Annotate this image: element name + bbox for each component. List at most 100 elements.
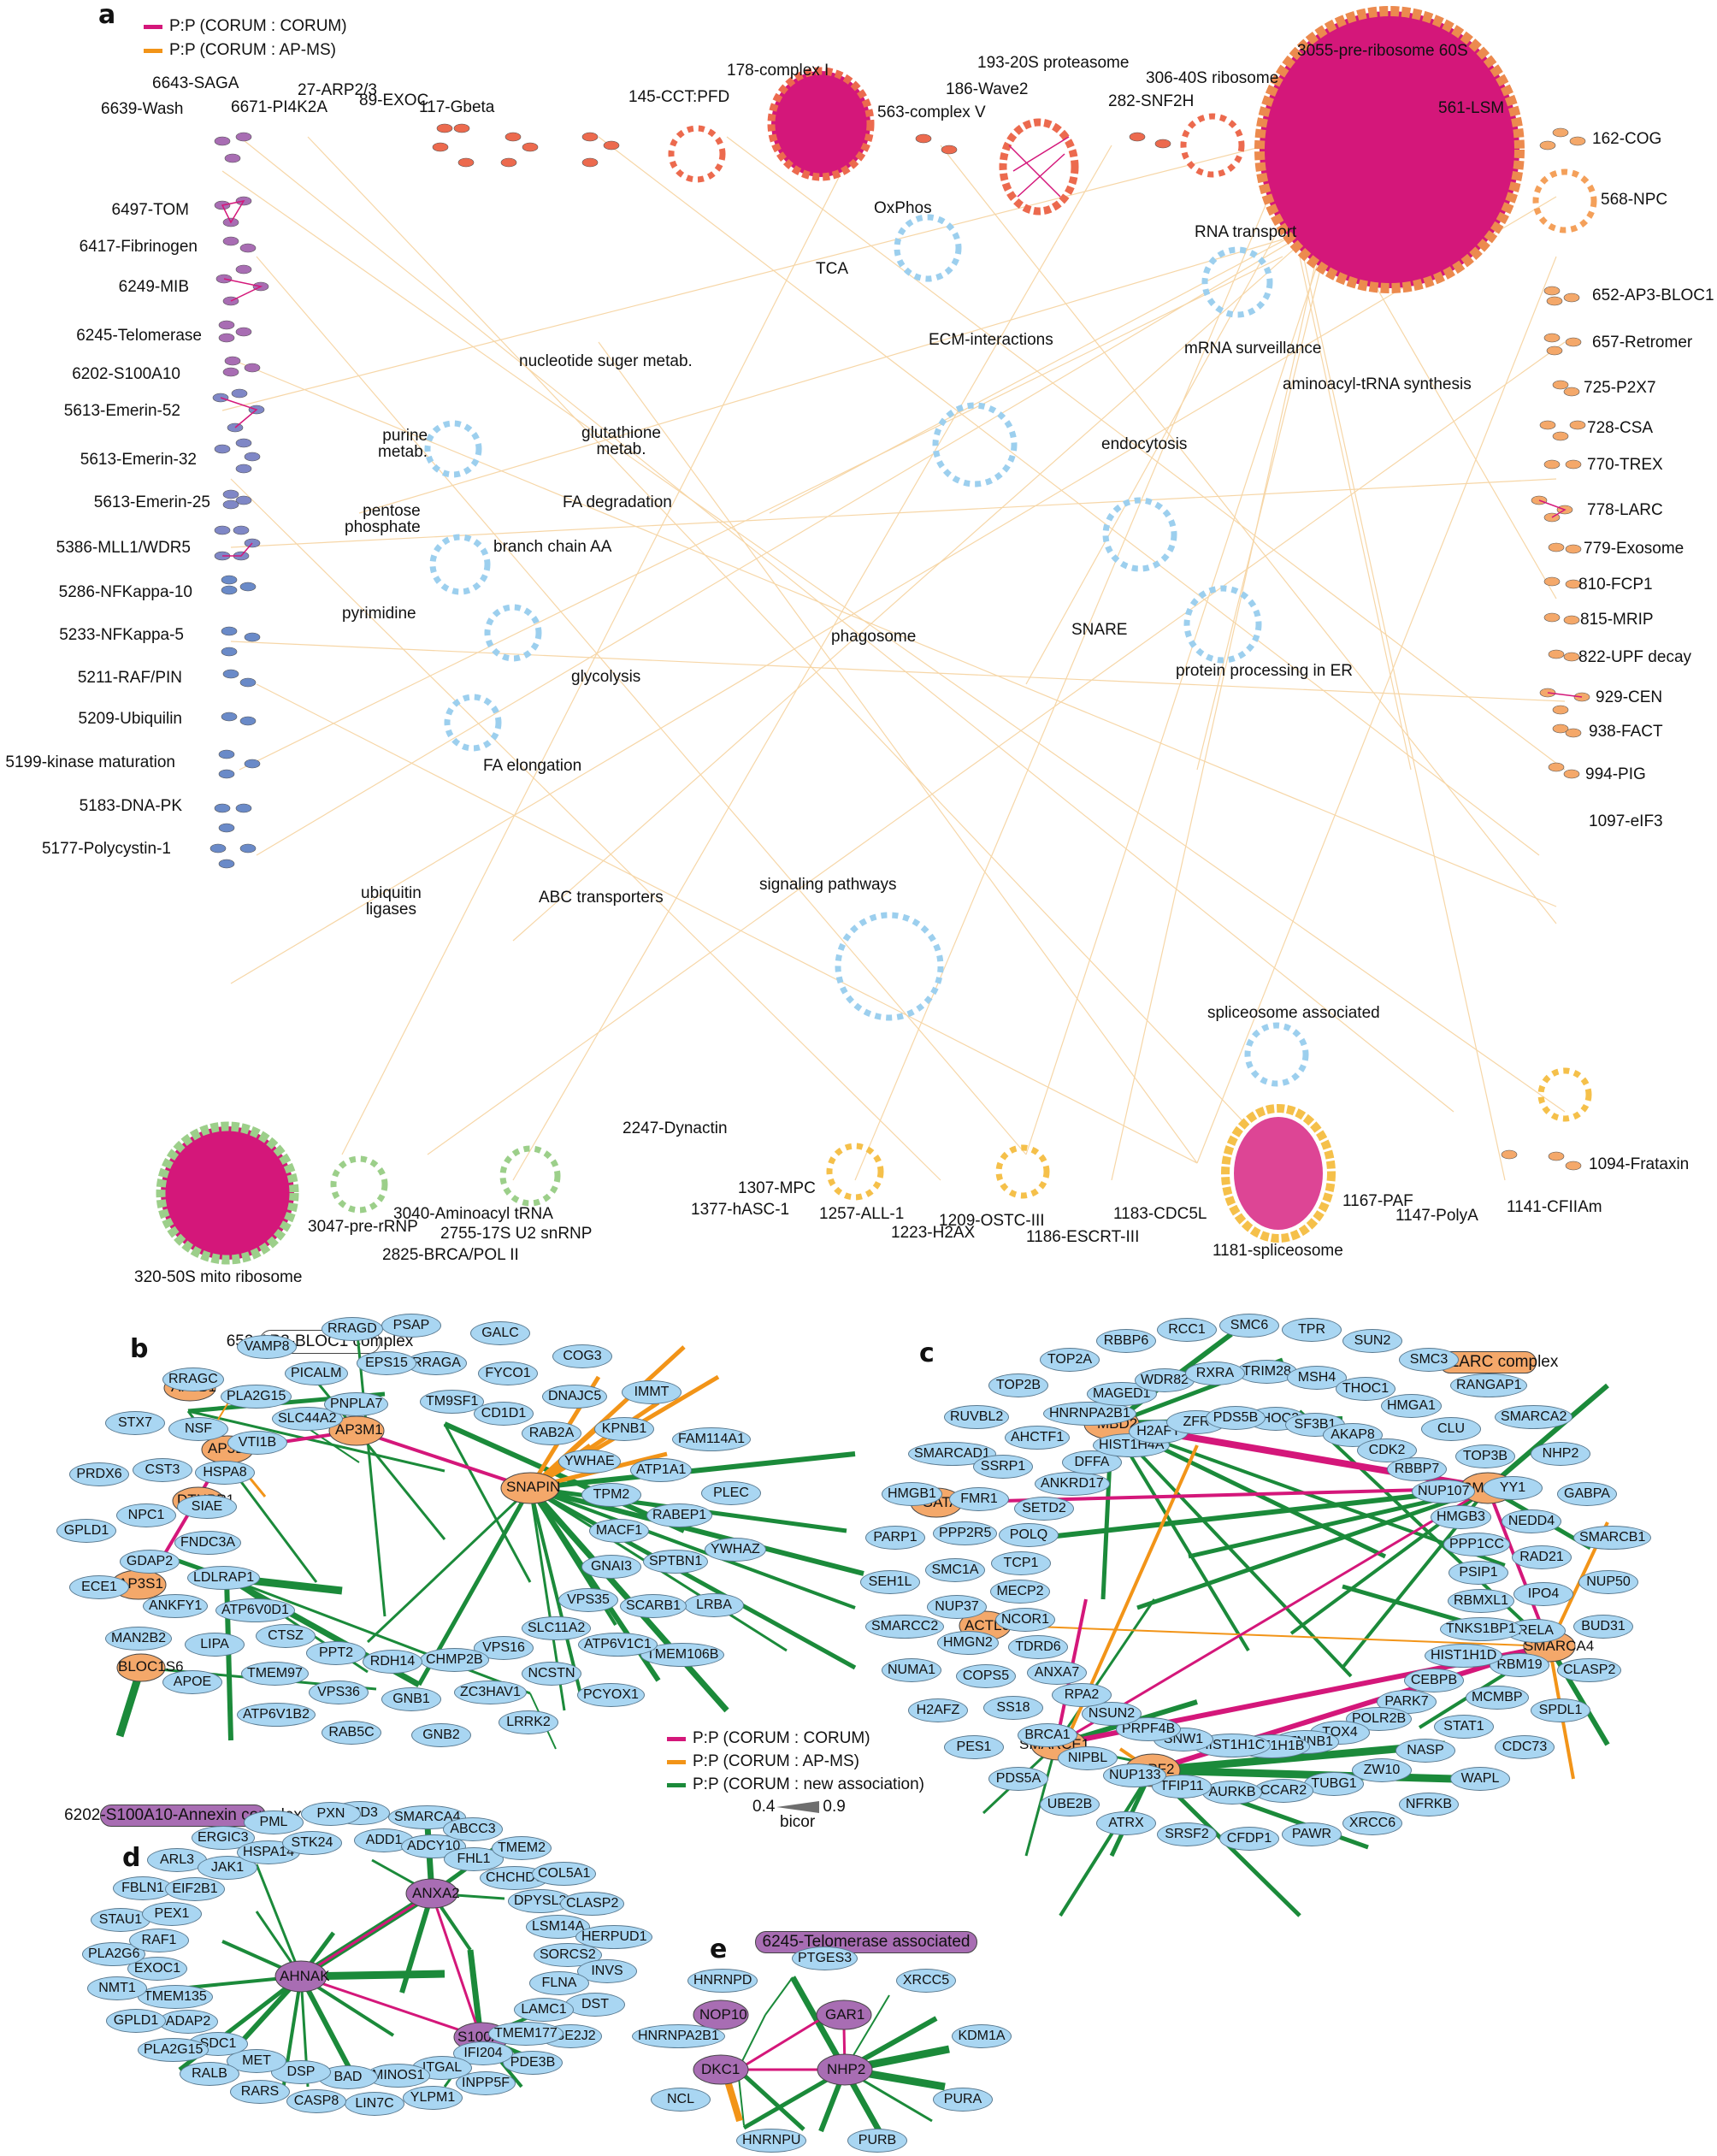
protein-node: EPS15: [357, 1351, 416, 1375]
protein-node: WDR82: [1135, 1368, 1195, 1392]
protein-node: RAD21: [1512, 1545, 1572, 1569]
pathway-label: ubiquitin ligases: [361, 884, 422, 919]
complex-label: 6417-Fibrinogen: [79, 238, 198, 256]
protein-node: RDH14: [363, 1650, 422, 1674]
protein-node: SETD2: [1014, 1497, 1074, 1521]
complex-3055-pre-ribosome-60s-icon: [1254, 6, 1525, 293]
protein-node: VAMP8: [237, 1335, 297, 1359]
complex-label: 306-40S ribosome: [1146, 69, 1279, 87]
legend-swatch-magenta-icon: [144, 24, 162, 29]
protein-node: NCL: [651, 2088, 711, 2112]
protein-node: HNRNPA2B1: [632, 2024, 725, 2048]
hub-node-ahnak: AHNAK: [280, 1968, 330, 1984]
complex-label: 815-MRIP: [1580, 611, 1654, 629]
protein-node: TMEM135: [138, 1985, 213, 2009]
protein-node: YY1: [1483, 1476, 1543, 1500]
protein-node: PURA: [933, 2088, 993, 2112]
protein-node: SMC6: [1219, 1314, 1279, 1338]
hub-node-ap3s1: AP3S1: [118, 1575, 163, 1592]
protein-node: PLA2G15: [221, 1385, 292, 1409]
scale-label: bicor: [780, 1813, 816, 1831]
protein-node: PPT2: [306, 1641, 366, 1665]
protein-node: SIAE: [177, 1495, 237, 1519]
protein-node: GABPA: [1557, 1482, 1617, 1506]
protein-node: HMGN2: [937, 1631, 999, 1655]
protein-node: RANGAP1: [1450, 1373, 1528, 1397]
complex-label: 6497-TOM: [111, 201, 189, 219]
protein-node: TOP3B: [1455, 1444, 1515, 1468]
complex-label: 5199-kinase maturation: [5, 753, 175, 771]
complex-label: 1257-ALL-1: [819, 1205, 905, 1223]
protein-node: LAMC1: [514, 1998, 574, 2022]
protein-node: PTGES3: [792, 1946, 858, 1970]
complex-cct-pfd-ring-icon: [668, 125, 726, 183]
protein-node: HMGB3: [1431, 1505, 1491, 1529]
legend-corum-apms: P:P (CORUM : AP-MS): [667, 1752, 859, 1771]
protein-node: CLASP2: [1557, 1658, 1622, 1682]
protein-node: NHP2: [1531, 1442, 1590, 1466]
complex-label: 652-AP3-BLOC1: [1592, 286, 1714, 304]
protein-node: SRSF2: [1157, 1822, 1217, 1846]
protein-node: PURB: [847, 2129, 907, 2153]
complex-label: 193-20S proteasome: [977, 54, 1130, 72]
protein-node: HMGB1: [882, 1482, 942, 1506]
protein-node: NUMA1: [882, 1658, 942, 1682]
protein-node: RAF1: [129, 1929, 189, 1952]
complex-label: 5613-Emerin-32: [80, 451, 197, 469]
protein-node: CST3: [133, 1458, 192, 1482]
protein-node: PARP1: [865, 1526, 925, 1550]
protein-node: CASP8: [286, 2089, 346, 2113]
protein-node: CCAR2: [1254, 1779, 1313, 1803]
complex-320-mito-ribosome-icon: [156, 1121, 299, 1265]
complex-label: 6245-Telomerase: [76, 327, 202, 345]
protein-node: PSIP1: [1449, 1561, 1508, 1585]
complex-1097-ring-icon: [1537, 1067, 1592, 1122]
legend-label: P:P (CORUM : CORUM): [169, 17, 347, 35]
protein-node: INPP5F: [456, 2071, 516, 2095]
complex-label: 5286-NFKappa-10: [58, 583, 192, 601]
protein-node: FAM114A1: [672, 1427, 751, 1451]
protein-node: UBE2B: [1040, 1793, 1100, 1816]
complex-label: 2247-Dynactin: [622, 1119, 728, 1137]
complex-label: 728-CSA: [1587, 419, 1654, 437]
complex-label: 1147-PolyA: [1395, 1207, 1478, 1225]
protein-node: CEBPB: [1404, 1669, 1464, 1692]
panel-d-hub-nodes: [274, 1878, 510, 2053]
protein-node: ZW10: [1352, 1758, 1412, 1782]
pathway-label: mRNA surveillance: [1184, 340, 1322, 357]
protein-node: IMMT: [622, 1380, 681, 1404]
protein-node: XRCC6: [1342, 1811, 1402, 1835]
protein-node: ABCC3: [443, 1817, 503, 1841]
protein-node: TPM2: [581, 1483, 641, 1507]
protein-node: FBLN1: [113, 1876, 173, 1900]
protein-node: TCP1: [991, 1551, 1051, 1575]
protein-node: NCSTN: [522, 1662, 581, 1686]
protein-node: PCYOX1: [577, 1683, 645, 1707]
protein-node: BUD31: [1573, 1615, 1633, 1639]
protein-node: SMARCAD1: [908, 1442, 996, 1466]
complex-label: 2755-17S U2 snRNP: [440, 1225, 593, 1243]
protein-node: ANKRD17: [1035, 1472, 1110, 1496]
protein-node: WAPL: [1450, 1767, 1510, 1791]
protein-node: PNPLA7: [324, 1392, 389, 1416]
protein-node: CLU: [1421, 1417, 1481, 1441]
panel-e-letter: e: [710, 1934, 728, 1964]
hub-node-anxa2: ANXA2: [412, 1885, 460, 1901]
complex-label: 779-Exosome: [1584, 540, 1685, 558]
protein-node: NMT1: [87, 1976, 147, 2000]
protein-node: MACF1: [589, 1519, 649, 1543]
protein-node: ECE1: [69, 1575, 129, 1599]
protein-node: SS18: [983, 1696, 1043, 1720]
hub-node-nhp2: NHP2: [827, 2061, 866, 2077]
panel-d-letter: d: [122, 1843, 141, 1873]
complex-label: 3055-pre-ribosome 60S: [1297, 42, 1468, 60]
pathway-label: pyrimidine: [342, 605, 416, 623]
hub-node-bloc1s6: BLOC1S6: [118, 1658, 184, 1675]
protein-node: NUP133: [1103, 1763, 1167, 1787]
protein-node: NPC1: [116, 1503, 176, 1527]
protein-node: ATP6V1B2: [237, 1703, 316, 1727]
protein-node: HMGA1: [1381, 1394, 1442, 1418]
protein-node: RBMXL1: [1448, 1589, 1515, 1613]
panel-b-letter: b: [130, 1334, 149, 1364]
pathway-fa-elongation-ring-icon: [444, 694, 502, 752]
